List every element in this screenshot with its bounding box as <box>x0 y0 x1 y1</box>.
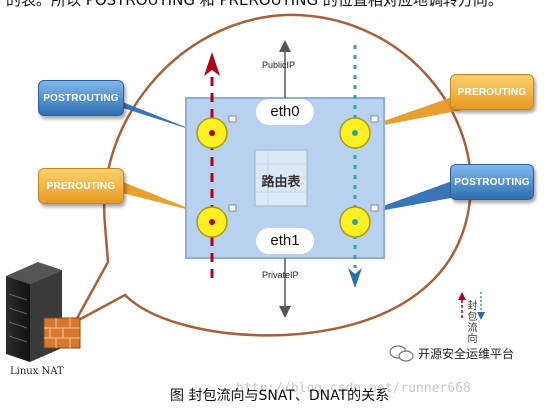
hook-left-top <box>196 115 237 149</box>
hook-right-top <box>339 115 379 149</box>
public-ip-label: PublicIP <box>262 60 296 70</box>
hook-left-bottom <box>196 204 237 238</box>
hook-right-bottom <box>339 204 379 238</box>
callout-postrouting-left: POSTROUTING <box>38 80 124 116</box>
server-label: Linux NAT <box>10 366 64 377</box>
callout-prerouting-left: PREROUTING <box>38 168 124 204</box>
legend-arrows <box>458 292 485 320</box>
callout-pointer-left-top <box>105 95 198 132</box>
watermark: http://blog.csdn.net/runner668 <box>236 381 471 396</box>
callout-postrouting-right: POSTROUTING <box>450 164 534 200</box>
callout-pointer-left-bottom <box>108 176 198 212</box>
route-table-label: 路由表 <box>261 175 301 190</box>
legend-label: 封包流向 <box>465 300 476 344</box>
eth1-label: eth1 <box>256 228 314 254</box>
figure-caption: 图 封包流向与SNAT、DNAT的关系 <box>170 388 390 404</box>
teal-flow-arrowhead <box>348 268 362 288</box>
eth0-label: eth0 <box>256 99 314 125</box>
callout-prerouting-right: PREROUTING <box>450 74 534 110</box>
brand-name: 开源安全运维平台 <box>418 347 515 361</box>
top-text: 的表。所以 POSTROUTING 和 PREROUTING 的位置相对应地调转… <box>6 0 503 9</box>
route-table-graphic <box>254 149 308 207</box>
private-ip-label: PrivateIP <box>262 270 299 280</box>
firewall-icon <box>43 317 81 349</box>
wechat-icon <box>389 345 414 362</box>
red-flow-arrowhead <box>204 52 220 76</box>
